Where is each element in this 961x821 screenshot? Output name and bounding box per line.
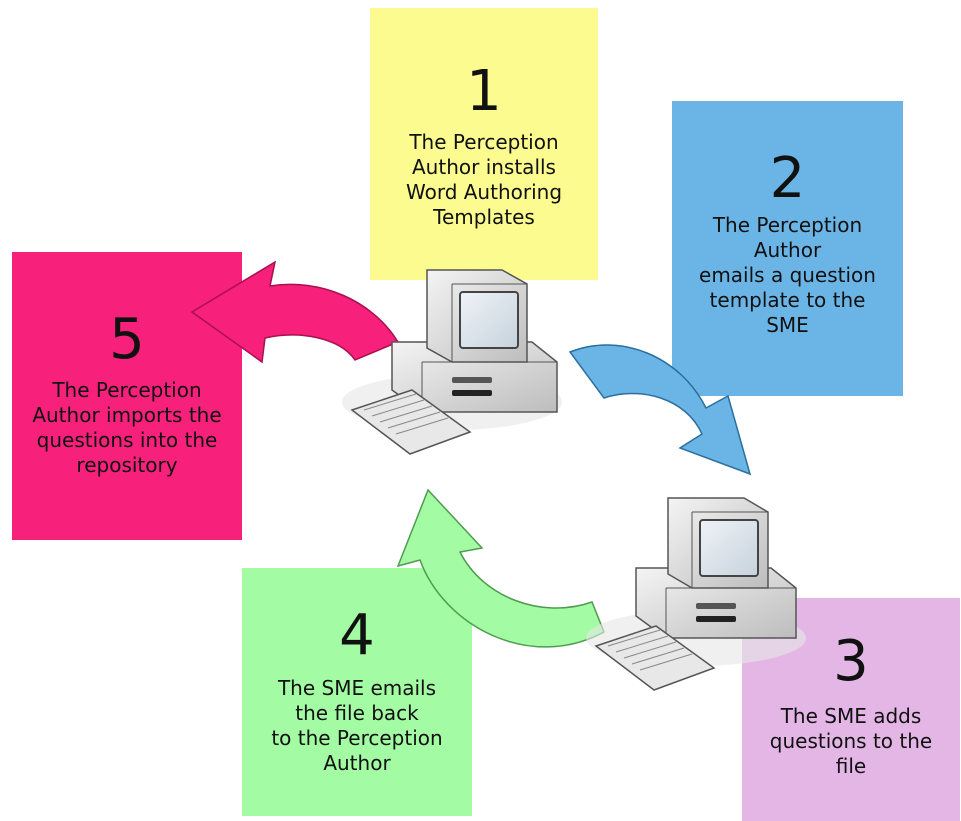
arrow-to-step-5 — [190, 260, 400, 364]
arrow-to-step-3 — [568, 344, 752, 476]
arrow-to-step-1 — [396, 488, 605, 648]
step-1-text: The Perception Author installs Word Auth… — [405, 130, 563, 229]
step-3-text: The SME adds questions to the file — [769, 704, 933, 778]
step-4-number: 4 — [339, 603, 375, 668]
step-3-number: 3 — [833, 629, 869, 694]
computer-icon — [586, 497, 806, 691]
computer-icon — [342, 269, 562, 455]
step-4-box: 4 The SME emails the file back to the Pe… — [242, 568, 472, 816]
step-1-number: 1 — [466, 59, 502, 124]
step-5-text: The Perception Author imports the questi… — [32, 378, 222, 477]
step-1-box: 1 The Perception Author installs Word Au… — [370, 8, 598, 280]
step-2-text: The Perception Author emails a question … — [699, 213, 876, 337]
step-2-box: 2 The Perception Author emails a questio… — [672, 101, 903, 396]
step-2-number: 2 — [769, 146, 806, 211]
step-5-box: 5 The Perception Author imports the ques… — [12, 252, 242, 540]
step-5-number: 5 — [109, 307, 145, 372]
step-4-text: The SME emails the file back to the Perc… — [271, 676, 443, 775]
